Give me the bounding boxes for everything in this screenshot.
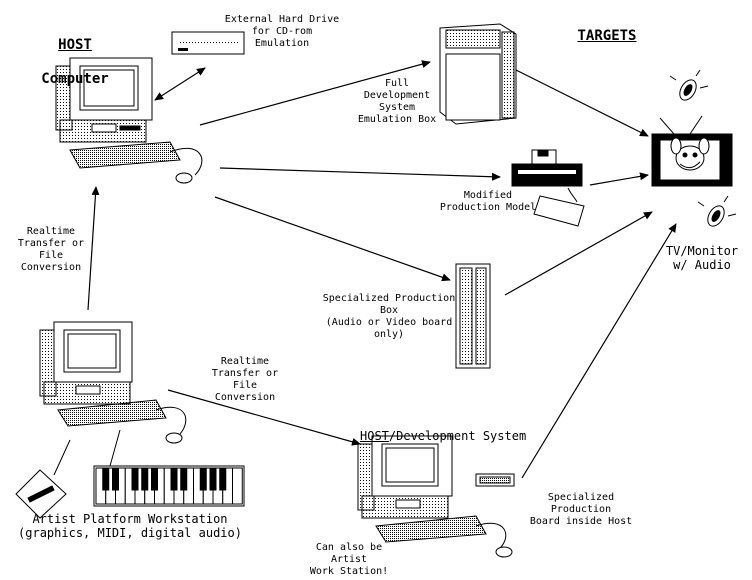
transfer-mid-label: Realtime Transfer or File Conversion [211,356,279,403]
piano-black-key [131,467,139,491]
artist-platform-label: Artist Platform Workstation (graphics, M… [18,512,242,540]
piano-black-key [141,467,149,491]
piano-black-key [180,467,188,491]
piano-black-key [170,467,178,491]
host-computer-icon [55,57,203,184]
arrow-host-drive-link [154,67,206,101]
specialized-board-label: Specialized Production Board inside Host [529,492,633,527]
host-subtitle: Computer [41,71,109,87]
piano-white-key [232,467,243,505]
arrow-emulation-to-tv [515,69,649,137]
specialized-box-icon [455,263,491,369]
transfer-left-label: Realtime Transfer or File Conversion [17,226,85,273]
midi-keyboard-icon [93,429,245,507]
piano-black-key [209,467,217,491]
artist-computer-icon [39,321,187,444]
tv-monitor-icon [651,115,733,187]
dev-system-computer-icon [357,435,513,558]
external-drive-label: External Hard Drive for CD-rom Emulation [224,14,340,49]
emulation-box-label: Full Development System Emulation Box [357,78,437,125]
emulation-box-icon [439,23,517,125]
arrow-specialized-to-tv [504,211,653,296]
arrow-devsystem-to-tv [521,223,677,479]
piano-black-key [112,467,119,491]
host-title: HOST Computer [30,20,120,88]
dev-system-host-word: HOST [360,429,389,443]
host-title-word: HOST [58,37,92,53]
artist-note-label: Can also be Artist Work Station! [309,542,389,577]
speaker-top-icon [669,69,709,101]
production-model-label: Modified Production Model [439,190,537,213]
arrow-artist-to-host [87,186,100,311]
piano-black-key [102,467,110,491]
specialized-box-label: Specialized Production Box (Audio or Vid… [322,293,456,340]
tv-monitor-label: TV/Monitor w/ Audio [665,244,739,272]
piano-black-key [199,467,207,491]
dev-system-title-rest: /Development System [388,429,527,443]
arrow-production-to-tv [589,172,649,186]
arrow-artist-to-devsystem [167,389,361,446]
arrow-host-to-emulation-box [199,60,431,126]
piano-black-key [151,467,158,491]
external-hard-drive-icon [171,31,245,55]
piano-black-key [219,467,227,491]
targets-title: TARGETS [577,28,637,44]
arrow-host-to-production-model [219,167,501,181]
connection-arrows [87,60,677,479]
specialized-board-icon [475,473,515,487]
production-model-icon [511,149,585,227]
dev-system-title: HOST/Development System [360,415,550,443]
graphics-tablet-icon [15,439,71,519]
speaker-bottom-icon [697,195,737,227]
arrow-host-to-specialized-box [214,196,451,282]
